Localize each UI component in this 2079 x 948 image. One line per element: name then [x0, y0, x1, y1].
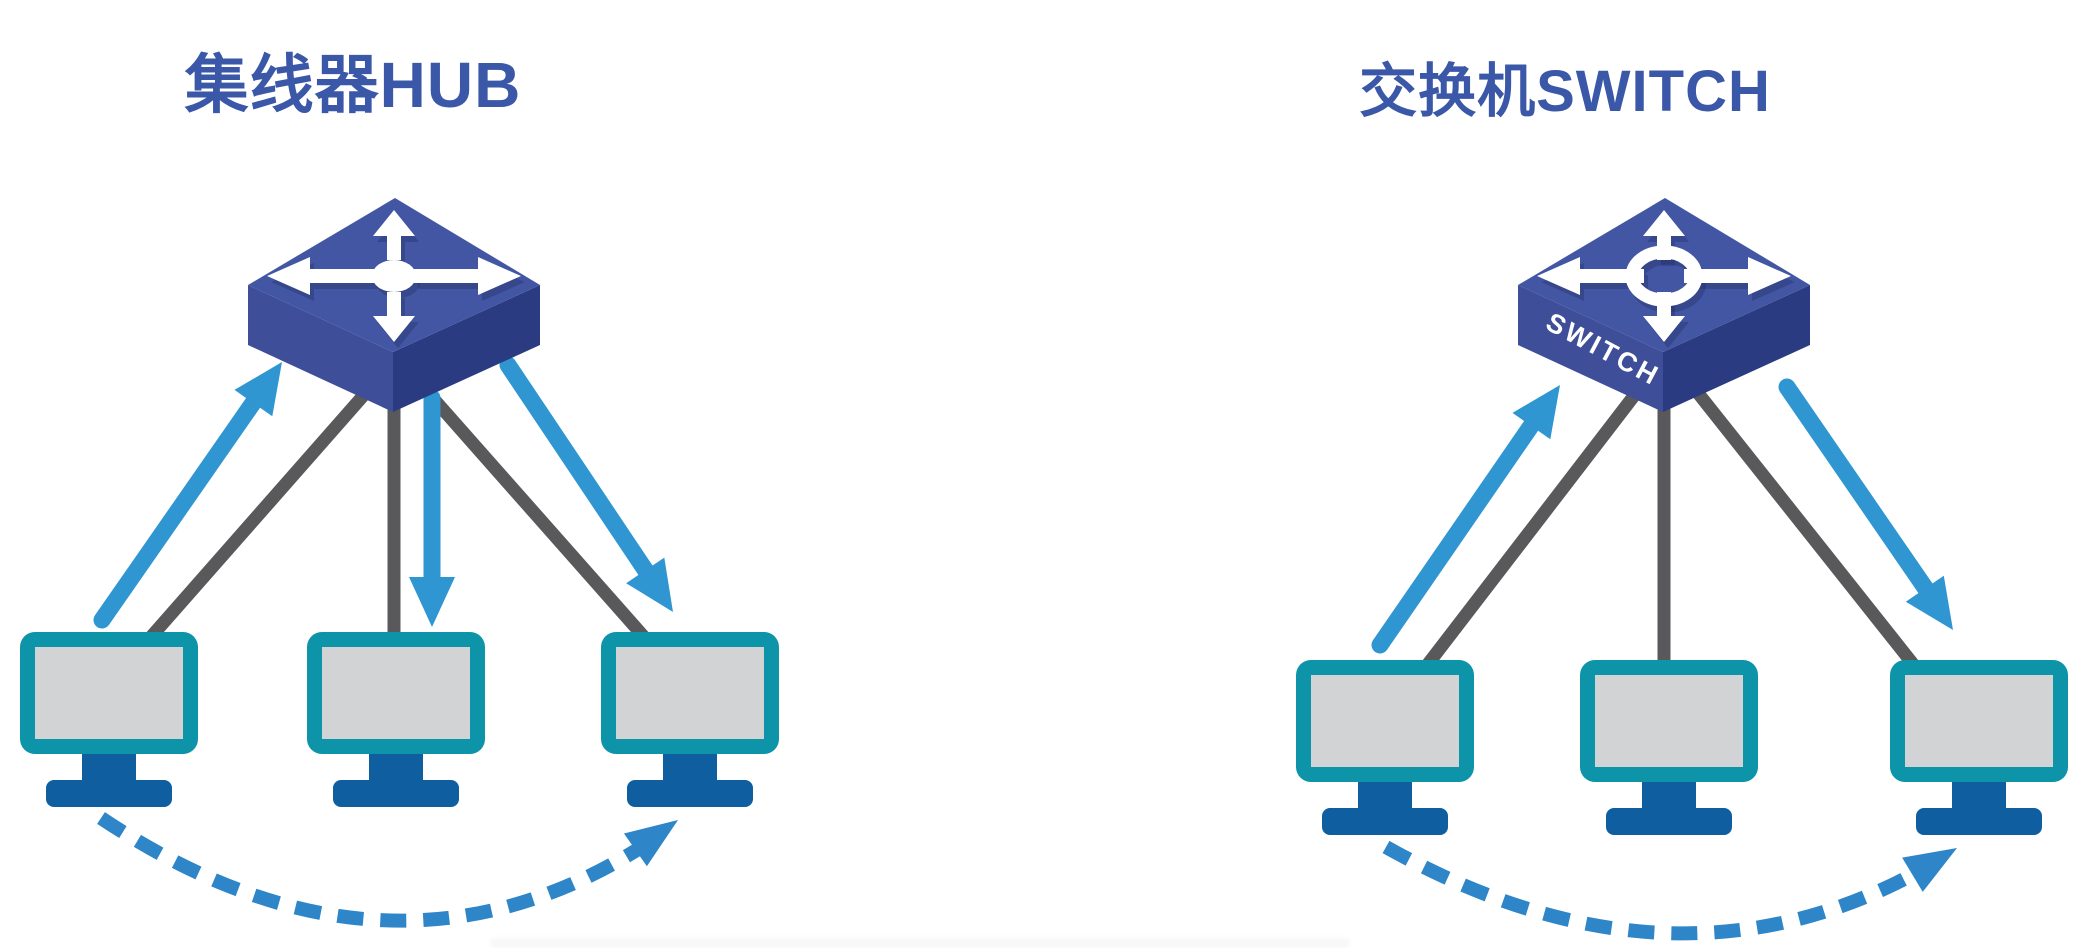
- switch-uplink-arrow: [1371, 385, 1560, 654]
- hub-traffic-arrows: [93, 356, 673, 629]
- hub-computer-3: [601, 632, 779, 807]
- switch-computer-2: [1580, 660, 1758, 835]
- uplink-arrow: [93, 362, 282, 629]
- hub-center-dot: [372, 260, 416, 292]
- hub-title: 集线器HUB: [184, 49, 522, 121]
- broadcast-arrow-middle: [409, 389, 455, 627]
- hub-computer-2: [307, 632, 485, 807]
- hub-panel: [20, 198, 779, 928]
- switch-forward-arrow-right: [1778, 378, 1953, 630]
- switch-panel: SWITCH: [1296, 198, 2068, 941]
- switch-traffic-arrows: [1371, 378, 1953, 654]
- hub-link-right: [417, 381, 652, 645]
- switch-center-ring: [1625, 245, 1703, 307]
- switch-device-icon: SWITCH: [1518, 198, 1810, 412]
- switch-inter-computer-dashed-arrow: [1382, 840, 1957, 941]
- hub-link-left: [143, 381, 377, 645]
- switch-computer-1: [1296, 660, 1474, 835]
- switch-link-left: [1421, 381, 1647, 671]
- switch-computer-3: [1890, 660, 2068, 835]
- hub-computer-1: [20, 632, 198, 807]
- switch-link-right: [1687, 381, 1920, 671]
- hub-inter-computer-dashed-arrow: [97, 812, 678, 928]
- hub-device-icon: [248, 198, 540, 412]
- broadcast-arrow-right: [499, 356, 673, 612]
- switch-title: 交换机SWITCH: [1359, 59, 1771, 124]
- cutoff-text-artifact: [490, 938, 1350, 948]
